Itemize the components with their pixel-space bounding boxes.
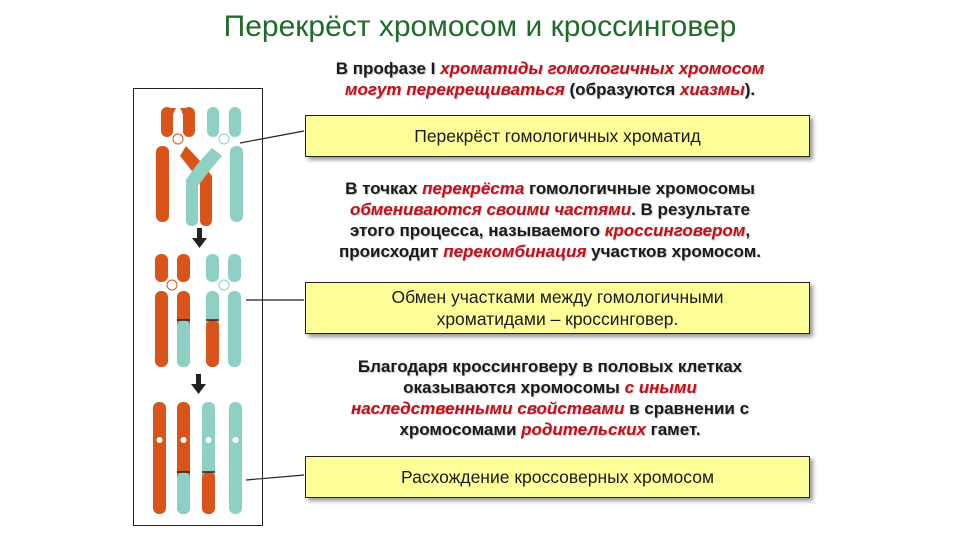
centromere bbox=[232, 437, 239, 443]
text-part: Благодаря кроссинговеру в половых клетка… bbox=[357, 357, 743, 376]
orange-chromatid bbox=[155, 254, 168, 282]
exchanged-segment bbox=[206, 320, 219, 367]
centromere bbox=[218, 279, 230, 291]
stage-crossing-over bbox=[156, 107, 243, 226]
orange-chromatid bbox=[177, 254, 190, 282]
connector-line bbox=[245, 474, 305, 481]
exchanged-segment bbox=[177, 472, 190, 514]
text-part: гомологичные хромосомы bbox=[524, 179, 755, 198]
text-part: в сравнении с bbox=[624, 399, 750, 418]
chromatid-parental-orange bbox=[153, 402, 166, 514]
teal-chromatid bbox=[230, 146, 243, 222]
gamete-explanation: Благодаря кроссинговеру в половых клетка… bbox=[255, 356, 845, 440]
callout-exchange: Обмен участками между гомологичными хром… bbox=[305, 282, 810, 334]
intro-text-part: ). bbox=[744, 80, 756, 99]
chromosome-figure-frame bbox=[133, 88, 263, 526]
stage-exchange bbox=[155, 254, 241, 367]
crossing-over-explanation: В точках перекрёста гомологичные хромосо… bbox=[255, 178, 845, 262]
highlight: кроссинговером bbox=[604, 221, 746, 240]
orange-chromatid bbox=[161, 107, 173, 137]
highlight: с иными bbox=[624, 378, 697, 397]
centromere bbox=[172, 133, 184, 145]
intro-highlight: могут перекрещиваться bbox=[344, 80, 565, 99]
text-part: , bbox=[745, 221, 751, 240]
intro-text-part: В профазе I bbox=[335, 59, 441, 78]
text-part: происходит bbox=[338, 242, 444, 261]
centromere bbox=[166, 279, 178, 291]
intro-highlight: хиазмы bbox=[679, 80, 745, 99]
connector-line bbox=[239, 130, 305, 144]
text-part: оказываются хромосомы bbox=[403, 378, 625, 397]
callout-label: хроматидами – кроссинговер. bbox=[436, 309, 679, 329]
arrow-down-icon bbox=[192, 228, 207, 248]
centromere bbox=[156, 437, 163, 443]
intro-highlight: хроматиды гомологичных хромосом bbox=[440, 59, 765, 78]
text-part: этого процесса, называемого bbox=[349, 221, 605, 240]
teal-chromatid bbox=[229, 107, 241, 137]
centromere bbox=[180, 437, 187, 443]
highlight: перекомбинация bbox=[443, 242, 587, 261]
arrow-down-icon bbox=[191, 374, 206, 394]
highlight: родительских bbox=[521, 420, 646, 439]
orange-chromatid bbox=[183, 107, 195, 137]
exchanged-segment bbox=[177, 320, 190, 367]
chromatid-parental-teal bbox=[229, 402, 242, 514]
teal-chromatid bbox=[228, 291, 241, 367]
callout-label: Обмен участками между гомологичными bbox=[391, 287, 724, 307]
callout-label: Расхождение кроссоверных хромосом bbox=[400, 467, 714, 487]
text-part: . В результате bbox=[631, 200, 750, 219]
text-part: гамет. bbox=[645, 420, 701, 439]
highlight: наследственными свойствами bbox=[350, 399, 625, 418]
text-part: В точках bbox=[345, 179, 423, 198]
centromere bbox=[218, 133, 230, 145]
intro-text-part: (образуются bbox=[564, 80, 680, 99]
teal-chromatid bbox=[228, 254, 241, 282]
stage-separation bbox=[153, 402, 242, 514]
callout-crossing: Перекрёст гомологичных хроматид bbox=[305, 115, 810, 157]
teal-chromatid bbox=[186, 148, 222, 226]
callout-label: Перекрёст гомологичных хроматид bbox=[414, 126, 701, 146]
orange-chromatid bbox=[155, 291, 168, 367]
page-title: Перекрёст хромосом и кроссинговер bbox=[223, 10, 737, 43]
orange-chromatid bbox=[156, 146, 169, 222]
highlight: перекрёста bbox=[422, 179, 525, 198]
centromere bbox=[205, 437, 212, 443]
callout-separation: Расхождение кроссоверных хромосом bbox=[305, 456, 810, 498]
teal-chromatid bbox=[206, 254, 219, 282]
highlight: обмениваются своими частями bbox=[350, 200, 632, 219]
intro-text: В профазе I хроматиды гомологичных хромо… bbox=[250, 58, 850, 100]
exchanged-segment bbox=[202, 472, 215, 514]
text-part: участков хромосом. bbox=[586, 242, 762, 261]
teal-chromatid bbox=[207, 107, 219, 137]
text-part: хромосомами bbox=[399, 420, 522, 439]
